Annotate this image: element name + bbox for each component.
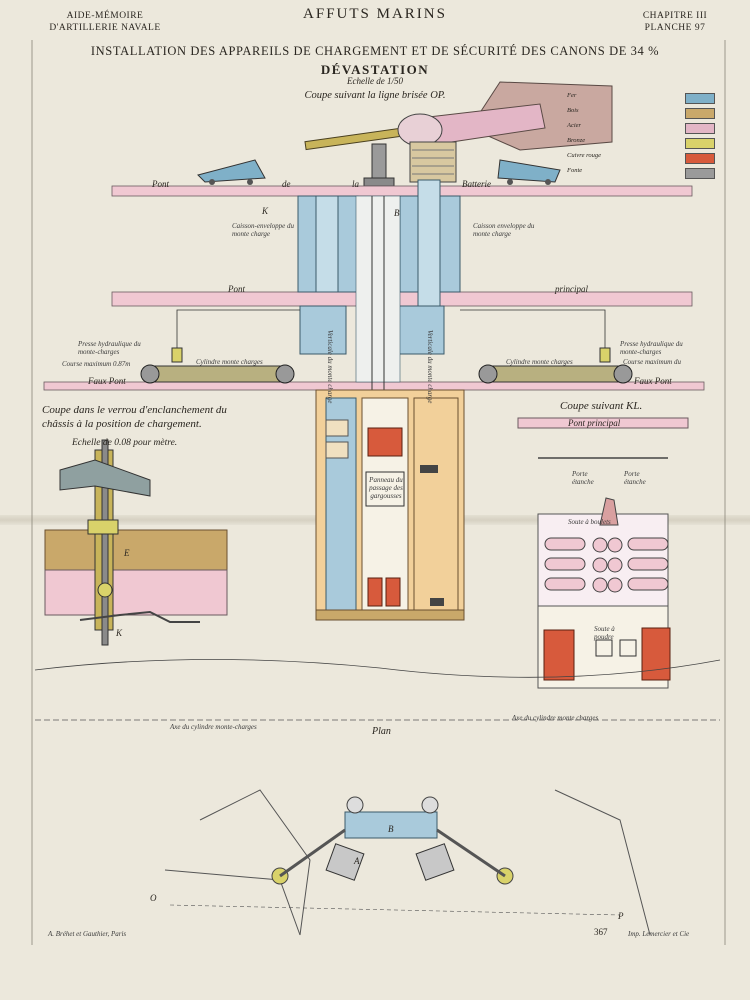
deck-word-3: la xyxy=(352,179,360,189)
legend-label-wood: Bois xyxy=(567,107,579,114)
legend-row-iron: Fer xyxy=(567,92,717,104)
header-right-line1: CHAPITRE III xyxy=(642,11,708,21)
course-max-right: Course maximum du xyxy=(623,358,681,366)
kl-deck: Pont principal xyxy=(568,418,621,428)
main-deck-word-2: principal xyxy=(555,284,588,294)
legend-swatch-iron xyxy=(685,93,715,104)
vertical-label-right: Verticale du monte charge xyxy=(426,330,434,404)
header-left: AIDE-MÉMOIRE D'ARTILLERIE NAVALE xyxy=(40,10,170,34)
legend-label-iron: Fer xyxy=(567,92,577,99)
hoist-well xyxy=(315,389,465,621)
main-deck-word-1: Pont xyxy=(228,284,245,294)
kl-caption: Coupe suivant KL. xyxy=(560,400,643,412)
locking-bolt-detail xyxy=(44,439,228,646)
legend-row-bronze: Bronze xyxy=(567,137,717,149)
caisson-label-left: Caisson-enveloppe du monte charge xyxy=(232,222,295,238)
kl-shell-store: Soute à boulets xyxy=(568,518,611,526)
caisson-casings xyxy=(297,179,461,430)
header-right-line2: PLANCHE 97 xyxy=(644,23,706,33)
main-deck xyxy=(111,291,693,307)
deck-word-1: Pont xyxy=(152,179,169,189)
deck-carriages xyxy=(197,159,561,185)
letter-k-left: K xyxy=(262,206,269,216)
bolt-detail-caption: Coupe dans le verrou d'enclanchement du … xyxy=(42,404,227,430)
bolt-letter-k: K xyxy=(116,628,123,638)
legend-label-steel: Acier xyxy=(567,122,582,129)
main-scale: Echelle de 1/50 xyxy=(347,76,403,86)
caisson-label-right: Caisson enveloppe du monte charge xyxy=(473,222,535,238)
plan-view xyxy=(164,789,651,936)
main-section-caption: Coupe suivant la ligne brisée OP. xyxy=(304,90,446,101)
gun-assembly xyxy=(304,81,613,187)
legend-label-cast-iron: Fonte xyxy=(567,167,583,174)
footer-right: Imp. Lemercier et Cie xyxy=(628,930,690,938)
header-right: CHAPITRE III PLANCHE 97 xyxy=(620,10,730,34)
letter-b: B xyxy=(394,208,400,218)
legend-label-copper: Cuivre rouge xyxy=(567,152,601,159)
kl-door-left: Porte étanche xyxy=(572,470,594,486)
kl-powder-store: Soute à poudre xyxy=(594,625,615,641)
header-left-line2: D'ARTILLERIE NAVALE xyxy=(49,23,161,33)
deck-word-4: Batterie xyxy=(462,179,491,189)
legend-label-bronze: Bronze xyxy=(567,137,586,144)
kl-door-right: Porte étanche xyxy=(624,470,646,486)
panel-label: Panneau du passage des gargousses xyxy=(369,476,403,500)
legend-swatch-steel xyxy=(685,123,715,134)
plan-axis-right: Axe du cylindre monte charges xyxy=(512,714,599,722)
footer-page: 367 xyxy=(594,927,608,937)
section-kl-detail xyxy=(517,417,689,689)
legend-swatch-copper xyxy=(685,153,715,164)
press-label-right: Presse hydraulique du monte-charges xyxy=(620,340,683,356)
legend-row-wood: Bois xyxy=(567,107,717,119)
cylinder-label-right: Cylindre monte charges xyxy=(506,358,573,366)
plan-letter-p: P xyxy=(618,911,624,921)
bolt-detail-scale: Echelle de 0.08 pour mètre. xyxy=(72,438,178,448)
header-left-line1: AIDE-MÉMOIRE xyxy=(66,11,144,21)
false-deck-right: Faux Pont xyxy=(634,376,672,386)
legend-row-copper: Cuivre rouge xyxy=(567,152,717,164)
battery-deck xyxy=(111,185,693,197)
footer-left: A. Bréhet et Gauthier, Paris xyxy=(48,930,127,938)
vertical-label-left: Verticale du monte charge xyxy=(326,330,334,404)
hydraulic-cylinders xyxy=(140,309,633,384)
plan-letter-b: B xyxy=(388,824,394,834)
legend-row-cast-iron: Fonte xyxy=(567,167,717,179)
hull-line xyxy=(34,659,721,678)
plate-title: INSTALLATION DES APPAREILS DE CHARGEMENT… xyxy=(90,44,660,58)
deck-word-2: de xyxy=(282,179,291,189)
plate-subtitle: DÉVASTATION xyxy=(320,62,430,77)
legend-row-steel: Acier xyxy=(567,122,717,134)
bolt-letter-e: E xyxy=(124,548,130,558)
plan-letter-o: O xyxy=(150,893,157,903)
cylinder-label-left: Cylindre monte charges xyxy=(196,358,263,366)
legend-swatch-wood xyxy=(685,108,715,119)
false-deck xyxy=(43,381,705,391)
false-deck-left: Faux Pont xyxy=(88,376,126,386)
legend-swatch-cast-iron xyxy=(685,168,715,179)
plan-letter-a: A xyxy=(354,856,360,866)
header-center: AFFUTS MARINS xyxy=(303,6,447,22)
legend-swatch-bronze xyxy=(685,138,715,149)
plan-axis-left: Axe du cylindre monte-charges xyxy=(170,723,257,731)
press-label-left: Presse hydraulique du monte-charges xyxy=(78,340,141,356)
course-max-left: Course maximum 0.87m xyxy=(62,360,131,368)
plan-title: Plan xyxy=(372,726,391,737)
